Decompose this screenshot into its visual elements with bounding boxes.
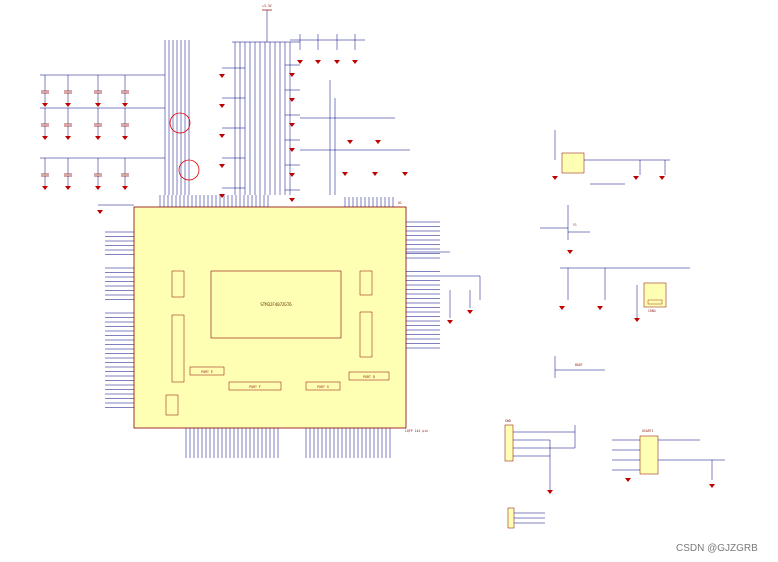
port-e-block [189, 366, 225, 376]
ground-symbol [122, 103, 128, 107]
power-bus-wires [98, 30, 410, 206]
mcu-left-pins [105, 231, 134, 408]
mcu-center-label: STM32F407ZGT6 [260, 302, 292, 307]
ground-symbol [95, 103, 101, 107]
small-connector [507, 507, 545, 529]
ground-symbol [289, 173, 295, 177]
ground-symbol [65, 186, 71, 190]
mcu-chip-body[interactable] [133, 206, 407, 429]
ground-symbol [467, 310, 473, 314]
ground-symbol [122, 136, 128, 140]
ground-symbol [375, 140, 381, 144]
highlight-circle-1 [169, 112, 191, 134]
ground-symbol [95, 136, 101, 140]
ground-symbol [347, 140, 353, 144]
ground-symbol [634, 318, 640, 322]
decoupling-capacitors [40, 74, 165, 186]
mcu-part: LQFP 144 pin [405, 429, 428, 433]
ground-symbol [289, 98, 295, 102]
ground-symbol [289, 123, 295, 127]
ground-symbol [342, 172, 348, 176]
port-f-block [228, 381, 282, 391]
ground-symbol [625, 478, 631, 482]
watermark: CSDN @GJZGRB [676, 543, 758, 554]
ground-symbol [42, 136, 48, 140]
port-g-label: PORT G [317, 385, 329, 389]
ground-symbol [315, 60, 321, 64]
ground-symbol [552, 176, 558, 180]
ground-symbol [95, 186, 101, 190]
ground-symbol [42, 186, 48, 190]
ground-symbol [289, 73, 295, 77]
usart-header: USART1 [612, 429, 725, 480]
oscillator-circuit: Y1 [540, 205, 590, 240]
inner-block-d [359, 270, 373, 296]
mcu-right-pins [406, 221, 481, 349]
ground-symbol [559, 306, 565, 310]
ground-symbol [289, 198, 295, 202]
ground-symbol [219, 104, 225, 108]
ground-symbol [709, 484, 715, 488]
ground-symbol [297, 60, 303, 64]
ground-symbol [633, 176, 639, 180]
ground-symbol [597, 306, 603, 310]
ground-symbol [372, 172, 378, 176]
ground-symbols [42, 60, 715, 494]
ground-symbol [42, 103, 48, 107]
transistor-circuit: CON4 [560, 267, 690, 318]
inner-block-c [165, 394, 179, 416]
ground-symbol [334, 60, 340, 64]
port-d-label: PORT D [363, 375, 375, 379]
connector-usart-label: USART1 [642, 429, 654, 433]
inner-block-a [171, 270, 185, 298]
boot-circuit: BOOT [554, 356, 605, 378]
ground-symbol [547, 490, 553, 494]
mcu-ref: U1 [398, 201, 402, 205]
connector-swd-label: SWD [505, 419, 511, 423]
port-f-label: PORT F [249, 385, 261, 389]
inner-block-b [171, 314, 185, 383]
ground-symbol [65, 136, 71, 140]
connector-con4-label: CON4 [648, 309, 656, 313]
highlight-circle-2 [178, 159, 200, 181]
ground-symbol [289, 148, 295, 152]
power-net-label: +3.3V [262, 4, 272, 8]
ground-symbol [219, 164, 225, 168]
port-e-label: PORT E [201, 370, 213, 374]
connector-boot-label: BOOT [575, 363, 583, 367]
oscillator-ref: Y1 [573, 223, 577, 227]
regulator-circuit [554, 130, 670, 185]
port-g-block [305, 381, 341, 391]
ground-symbol [447, 320, 453, 324]
ground-symbol [402, 172, 408, 176]
mcu-center-block [210, 270, 342, 339]
ground-symbol [219, 74, 225, 78]
ground-symbol [65, 103, 71, 107]
ground-symbol [567, 250, 573, 254]
mcu-top-pins [159, 195, 394, 207]
ground-symbol [352, 60, 358, 64]
mcu-bottom-pins [185, 428, 391, 458]
ground-symbol [219, 134, 225, 138]
port-d-block [348, 371, 390, 381]
ground-symbol [659, 176, 665, 180]
inner-block-e [359, 311, 373, 358]
ground-symbol [122, 186, 128, 190]
swd-connector: SWD [504, 419, 576, 490]
ground-symbol [97, 210, 103, 214]
ground-symbol [219, 194, 225, 198]
